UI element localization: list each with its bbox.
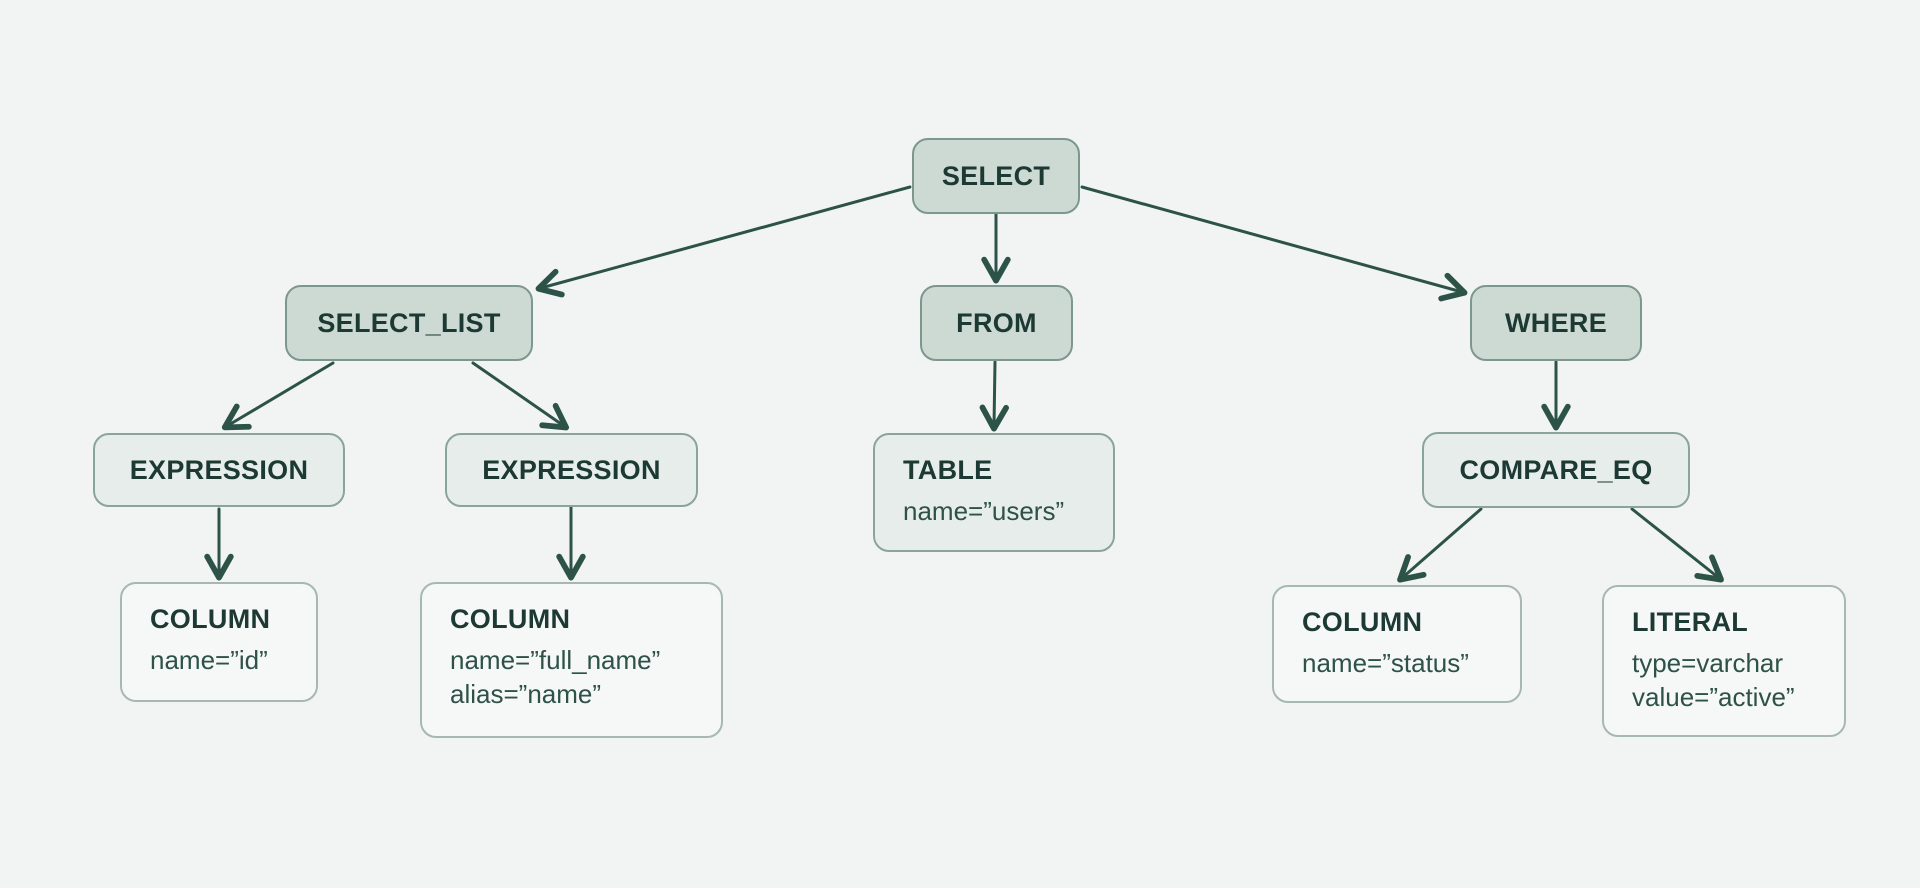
node-where-title: WHERE [1505,307,1607,338]
node-expression-2: EXPRESSION [445,433,698,507]
node-expression-1: EXPRESSION [93,433,345,507]
node-column-3-attr: name=”status” [1302,648,1469,678]
edge-from-table [979,360,1009,432]
node-compare-eq: COMPARE_EQ [1422,432,1690,508]
node-table: TABLE name=”users” [873,433,1115,552]
node-select: SELECT [912,138,1080,214]
edge-compare_eq-literal [1630,507,1724,583]
node-from-title: FROM [956,307,1037,338]
node-literal-title: LITERAL [1632,607,1749,637]
node-column-2-title: COLUMN [450,604,571,634]
node-column-3: COLUMN name=”status” [1272,585,1522,703]
edge-select_list-expression_2 [471,361,570,431]
node-column-2-attr-name: name=”full_name” [450,645,661,675]
node-column-3-title: COLUMN [1302,607,1423,637]
node-expression-2-title: EXPRESSION [482,454,661,485]
node-expression-1-title: EXPRESSION [129,454,309,485]
node-from: FROM [920,285,1073,361]
edge-select-where [1080,185,1468,302]
node-column-2: COLUMN name=”full_name” alias=”name” [420,582,723,738]
node-table-attr: name=”users” [903,496,1065,526]
node-column-1-attr: name=”id” [150,645,268,675]
node-literal: LITERAL type=varchar value=”active” [1602,585,1846,737]
node-select-list-title: SELECT_LIST [317,307,501,338]
edge-compare_eq-column_3 [1397,507,1483,583]
node-literal-attr-type: type=varchar [1632,648,1784,678]
node-column-1: COLUMN name=”id” [120,582,318,702]
node-select-title: SELECT [941,160,1051,191]
node-column-2-attr-alias: alias=”name” [450,678,602,709]
node-column-1-title: COLUMN [150,604,271,634]
node-select-list: SELECT_LIST [285,285,533,361]
node-table-title: TABLE [903,455,993,485]
edge-select-select_list [535,185,912,298]
node-compare-eq-title: COMPARE_EQ [1459,454,1653,485]
node-where: WHERE [1470,285,1642,361]
edge-select_list-expression_1 [221,361,335,431]
node-literal-attr-value: value=”active” [1632,681,1795,712]
